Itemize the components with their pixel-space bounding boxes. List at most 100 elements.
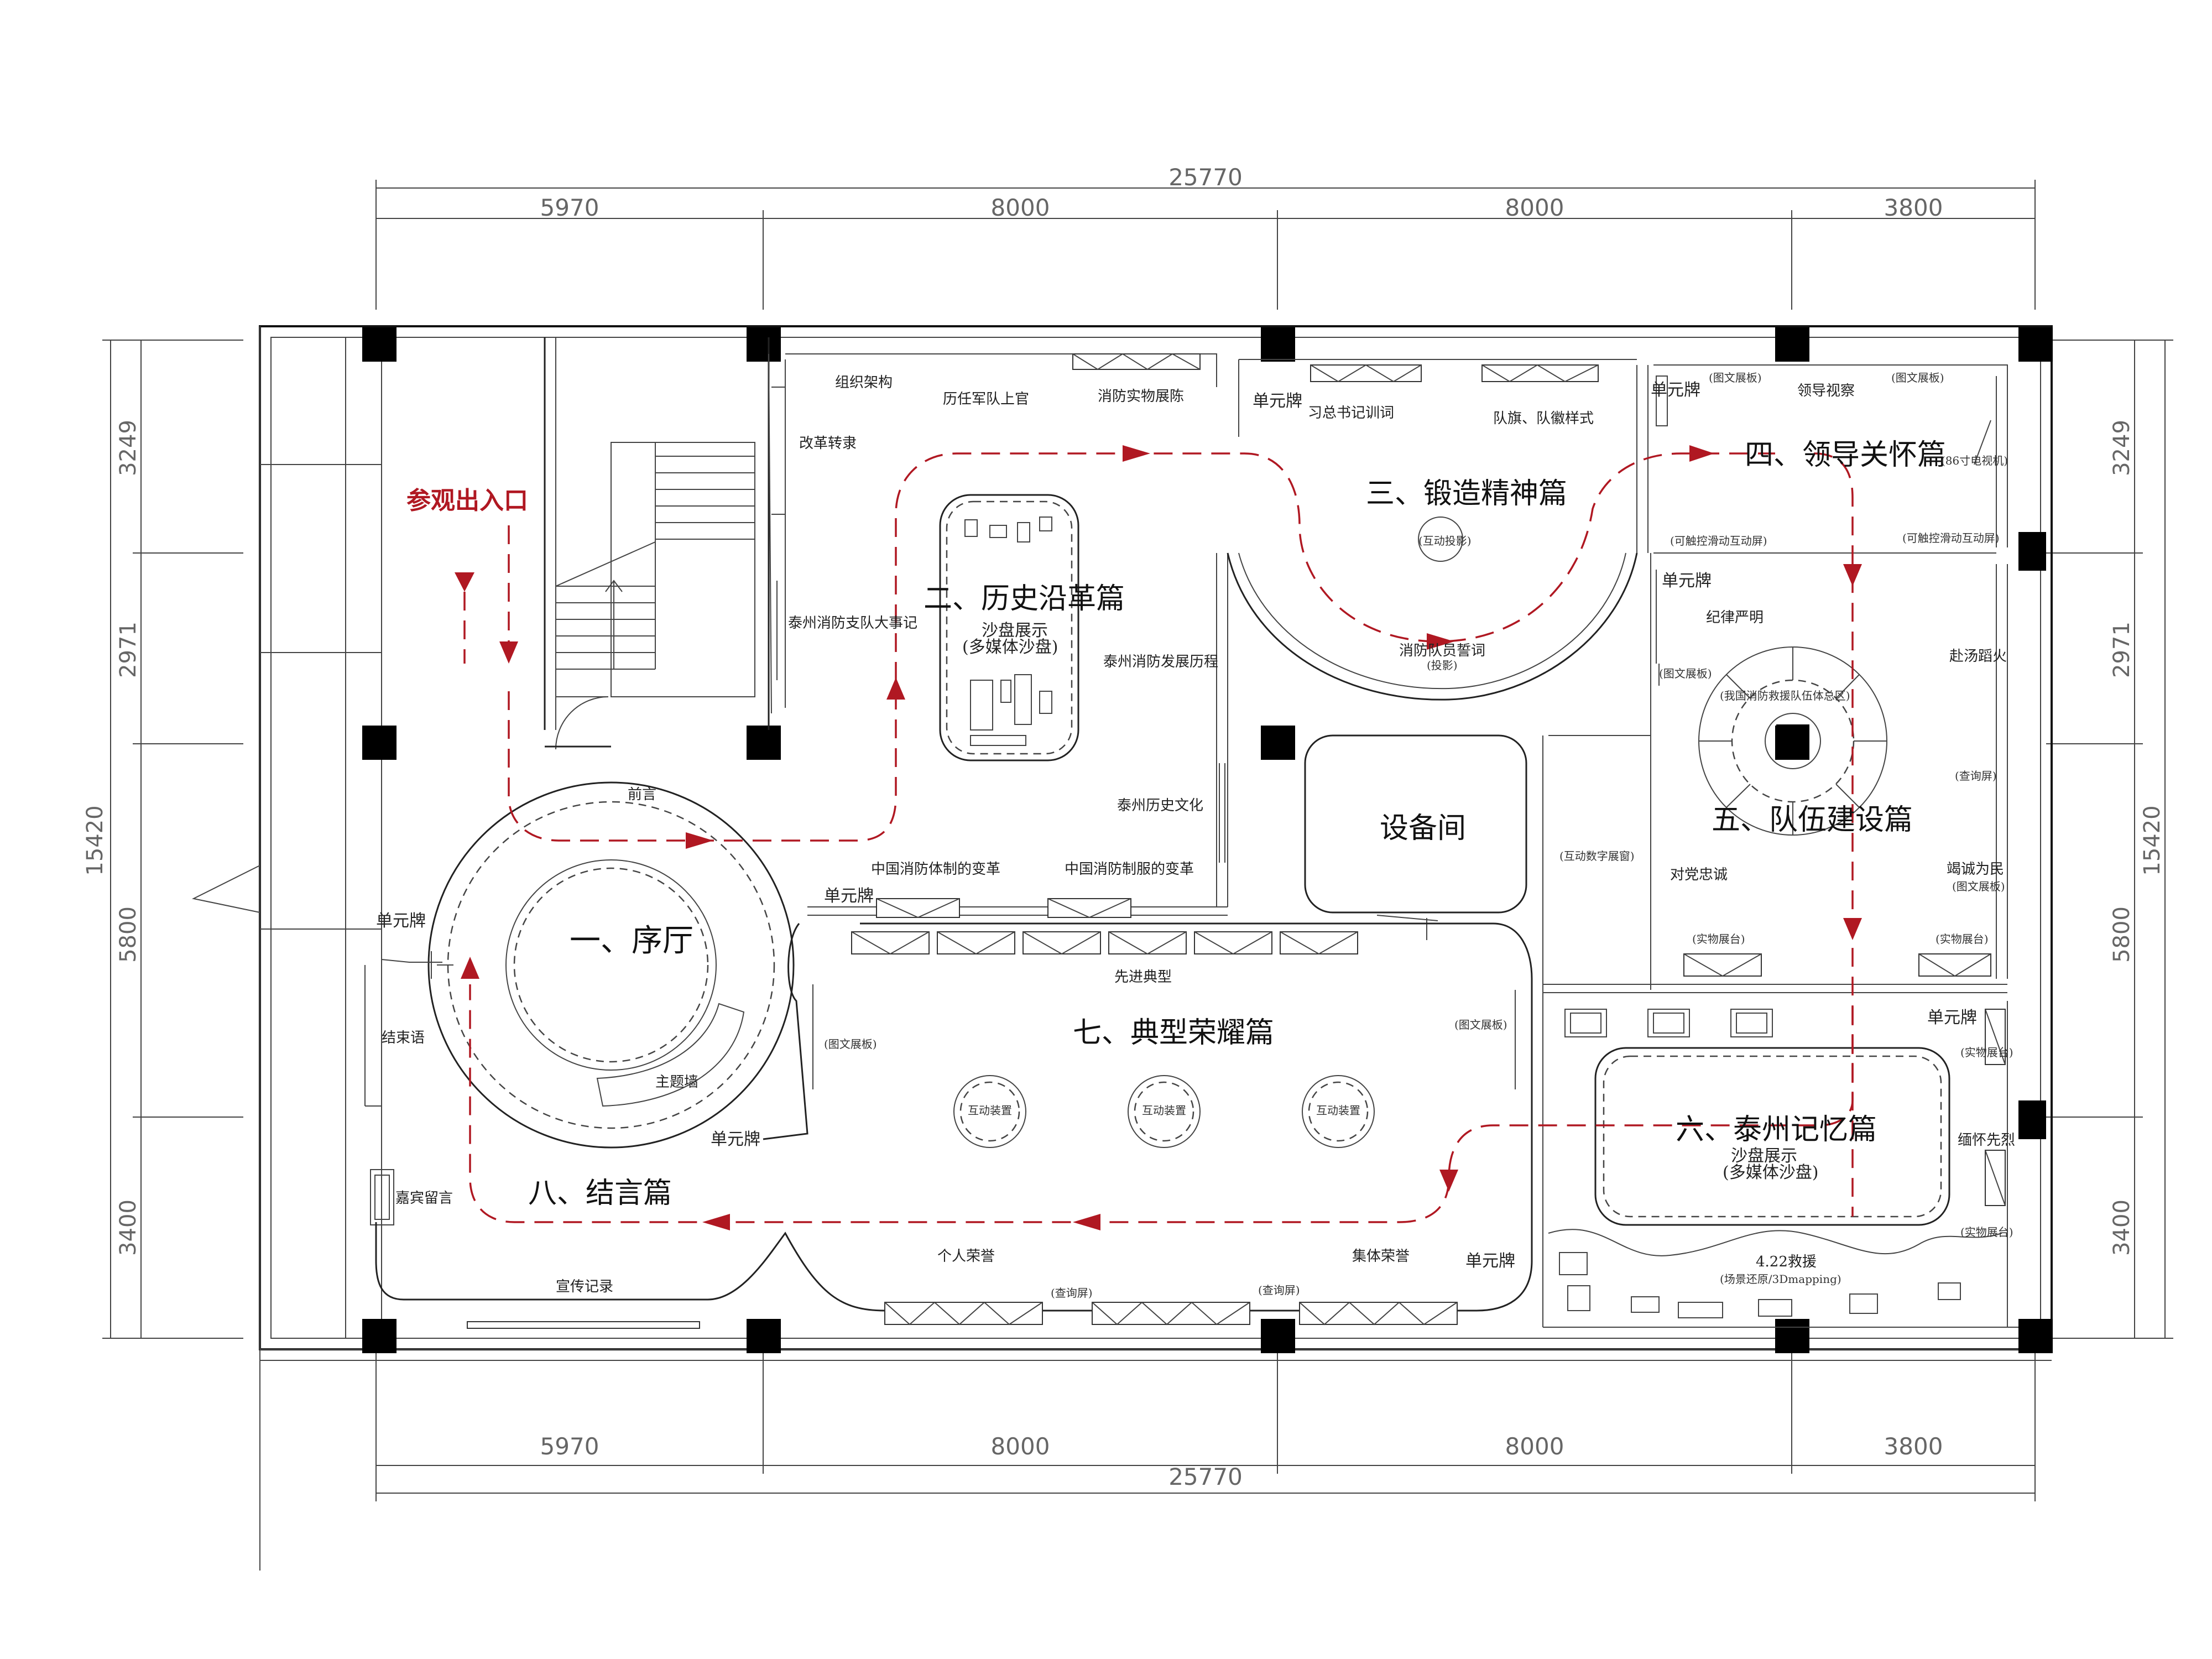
dim-right-seg-4: 3400 [2109, 1199, 2135, 1256]
outer-walls [191, 325, 2053, 1571]
zone-7-title: 七、典型荣耀篇 [1073, 1016, 1274, 1050]
honor-panels [884, 1301, 1458, 1326]
label-unit-2: 单元牌 [1651, 380, 1700, 400]
structural-columns [362, 327, 2053, 1353]
stairwell [544, 337, 770, 750]
zone3-arc [1227, 517, 1638, 701]
label-interact-1: 互动装置 [968, 1104, 1012, 1117]
label-unit-8: 单元牌 [1927, 1008, 1977, 1027]
zone1-lobby [427, 781, 795, 1149]
label-xi-training: 习总书记训词 [1308, 405, 1394, 421]
label-collective: 集体荣誉 [1352, 1248, 1410, 1265]
pioneer-panels [851, 898, 1358, 955]
label-theme-wall: 主题墙 [655, 1074, 698, 1091]
stair-treads [555, 456, 755, 670]
label-preface: 前言 [628, 786, 656, 803]
dim-bottom-seg-3: 8000 [1505, 1433, 1564, 1460]
label-unit-1: 单元牌 [1253, 392, 1302, 411]
partitions [768, 353, 2018, 1328]
dim-bottom-total: 25770 [1168, 1463, 1243, 1490]
dim-bottom-seg-1: 5970 [540, 1433, 599, 1460]
label-cabinet-3: (实物展台) [1960, 1046, 2013, 1059]
label-query-2: (查询屏) [1051, 1286, 1093, 1300]
label-fire: 赴汤蹈火 [1949, 648, 2007, 665]
label-cabinet-2: (实物展台) [1936, 932, 1989, 946]
label-reform: 改革转隶 [799, 435, 857, 452]
label-cabinet-1: (实物展台) [1692, 932, 1745, 946]
label-oath: 消防队员誓词 [1399, 643, 1485, 659]
zone7-hall [375, 922, 1533, 1329]
dim-right-seg-1: 3249 [2109, 420, 2135, 476]
label-unit-7: 单元牌 [1465, 1251, 1515, 1271]
label-sys-reform: 中国消防体制的变革 [871, 861, 1000, 878]
label-tv: (86寸电视机) [1941, 454, 2008, 467]
zone-3-title: 三、锻造精神篇 [1366, 477, 1567, 510]
label-interact-3: 互动装置 [1316, 1104, 1360, 1117]
label-graphic-2: (图文展板) [1891, 371, 1944, 384]
dim-top-total: 25770 [1168, 164, 1243, 191]
dim-left-seg-2: 2971 [116, 622, 141, 678]
zone-8-title: 八、结言篇 [528, 1177, 672, 1210]
label-oath-sub: (投影) [1427, 659, 1458, 672]
label-unit-3: 单元牌 [1662, 571, 1712, 591]
label-unit-4: 单元牌 [824, 886, 874, 906]
dimension-left: 15420 3249 2971 5800 3400 [82, 340, 243, 1339]
label-unit-6: 单元牌 [711, 1130, 760, 1149]
dim-right-total: 15420 [2140, 805, 2165, 875]
label-sandbox1-sub: (多媒体沙盘) [962, 638, 1058, 657]
equipment-room [1304, 734, 1527, 940]
label-pioneer: 先进典型 [1114, 969, 1172, 985]
label-graphic-4: (图文展板) [1952, 880, 2005, 893]
zone6-sandbox [1548, 1009, 2006, 1318]
label-culture: 泰州历史文化 [1117, 797, 1203, 814]
zone-2-title: 二、历史沿革篇 [924, 582, 1125, 615]
label-ring-text: (我国消防救援队伍体总区) [1720, 689, 1850, 702]
label-dev: 泰州消防发展历程 [1103, 654, 1218, 670]
zone4-features [1656, 375, 1991, 554]
label-ending: 结束语 [382, 1030, 425, 1046]
dim-top-seg-1: 5970 [540, 194, 599, 221]
label-rescue-sub: (场景还原/3Dmapping) [1720, 1272, 1841, 1286]
visitor-route [455, 445, 1862, 1230]
dim-left-seg-4: 3400 [116, 1199, 141, 1256]
label-graphic-6: (图文展板) [1454, 1018, 1507, 1031]
label-flag: 队旗、队徽样式 [1493, 410, 1594, 427]
dim-left-seg-3: 5800 [116, 906, 141, 963]
label-serve: 竭诚为民 [1947, 861, 2004, 878]
label-relics: 消防实物展陈 [1098, 388, 1184, 405]
equipment-room-title: 设备间 [1380, 812, 1466, 845]
dim-right-seg-3: 5800 [2109, 906, 2135, 963]
label-graphic-3: (图文展板) [1659, 667, 1712, 680]
label-digital: (互动数字展窗) [1559, 849, 1635, 863]
label-graphic-1: (图文展板) [1709, 371, 1762, 384]
dim-bottom-seg-4: 3800 [1884, 1433, 1943, 1460]
dimension-bottom: 5970 8000 8000 3800 25770 [375, 1349, 2036, 1501]
label-graphic-5: (图文展板) [824, 1037, 877, 1051]
label-query: (查询屏) [1955, 769, 1997, 782]
label-sandbox1: 沙盘展示 [982, 621, 1048, 640]
label-query-3: (查询屏) [1258, 1284, 1300, 1297]
dim-left-total: 15420 [82, 805, 108, 875]
label-touch-2: (可触控滑动互动屏) [1902, 531, 2000, 545]
label-events: 泰州消防支队大事记 [788, 615, 917, 632]
zone-5-title: 五、队伍建设篇 [1712, 804, 1913, 837]
label-discipline: 纪律严明 [1706, 609, 1764, 626]
label-unit-5: 单元牌 [376, 911, 426, 931]
dimension-right: 3249 2971 5800 3400 15420 [2046, 340, 2173, 1339]
dim-bottom-seg-2: 8000 [991, 1433, 1050, 1460]
zone2-sandbox [939, 494, 1079, 761]
zone2-top-panels [1072, 353, 1201, 371]
label-personal: 个人荣誉 [937, 1248, 995, 1265]
label-record: 宣传记录 [556, 1279, 613, 1295]
dim-top-seg-3: 8000 [1505, 194, 1564, 221]
label-org: 组织架构 [835, 374, 893, 391]
label-sandbox2-sub: (多媒体沙盘) [1723, 1163, 1818, 1182]
label-leader-visit: 领导视察 [1797, 383, 1855, 399]
label-leaders: 历任军队上官 [943, 391, 1029, 408]
label-interact-2: 互动装置 [1142, 1104, 1186, 1117]
label-touch-1: (可触控滑动互动屏) [1670, 534, 1767, 547]
label-uniform: 中国消防制服的变革 [1065, 861, 1194, 878]
dim-right-seg-2: 2971 [2109, 622, 2135, 678]
zone-6-title: 六、泰州记忆篇 [1676, 1113, 1877, 1146]
dim-top-seg-2: 8000 [991, 194, 1050, 221]
